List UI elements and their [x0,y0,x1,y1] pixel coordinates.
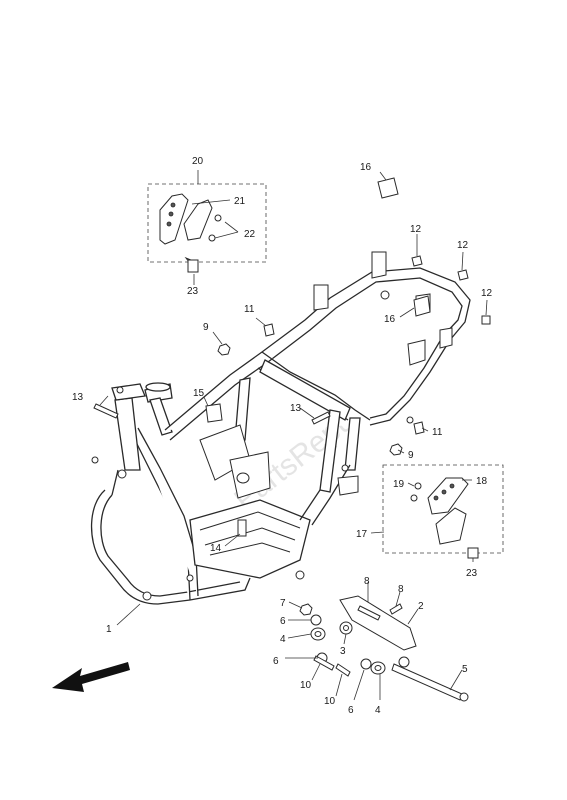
ref-label-14: 14 [210,543,222,554]
ref-label-7: 7 [280,598,286,609]
reference-labels: 20 21 22 23 16 12 12 12 11 9 16 13 15 13… [72,156,493,716]
ref-label-10-a: 10 [300,680,312,691]
ref-label-2: 2 [418,601,424,612]
bolt-13-right [311,411,331,425]
ref-label-6-b: 6 [273,656,279,667]
ref-label-8-a: 8 [364,576,370,587]
footrest-assembly-left-inset [147,183,267,267]
engine-link-assembly [299,595,469,702]
ref-label-11-lower: 11 [432,427,443,438]
bolt-13-left [93,403,119,419]
ref-label-12-c: 12 [481,288,493,299]
ref-label-6-a: 6 [280,616,286,627]
ref-label-17: 17 [356,529,368,540]
ref-label-19: 19 [393,479,405,490]
ref-label-18: 18 [476,476,488,487]
ref-label-11-upper: 11 [244,304,255,315]
block-part-16-upper [377,177,399,199]
ref-label-16-rear: 16 [384,314,396,325]
leader-lines [99,170,488,701]
bolt-14 [237,519,247,537]
ref-label-20: 20 [192,156,204,167]
ref-label-6-c: 6 [348,705,354,716]
ref-label-21: 21 [234,196,246,207]
nut-9-lower [389,443,403,456]
ref-label-13-right: 13 [290,403,302,414]
ref-label-13-left: 13 [72,392,84,403]
ref-label-4-a: 4 [280,634,286,645]
ref-label-12-a: 12 [410,224,422,235]
clip-11-lower [413,421,425,435]
front-direction-arrow-icon [52,662,130,692]
footrest-assembly-right-inset [382,464,504,554]
ref-label-22: 22 [244,229,256,240]
ref-label-15: 15 [193,388,205,399]
ref-label-16-upper: 16 [360,162,372,173]
block-part-16-rear [413,295,431,317]
ref-label-12-b: 12 [457,240,469,251]
ref-label-3: 3 [340,646,346,657]
ref-label-23-lower: 23 [466,568,478,579]
ref-label-23-upper: 23 [187,286,199,297]
clip-12-a [411,255,423,267]
ref-label-9-lower: 9 [408,450,414,461]
bolt-23-upper [187,259,199,273]
clip-11-upper [263,323,275,337]
ref-label-5: 5 [462,664,468,675]
nut-9-upper [217,343,231,356]
mount-15 [205,403,223,423]
ref-label-9-upper: 9 [203,322,209,333]
ref-label-4-b: 4 [375,705,381,716]
ref-label-8-b: 8 [398,584,404,595]
main-frame [90,251,471,605]
clip-12-b [457,269,469,281]
ref-label-10-b: 10 [324,696,336,707]
ref-label-1: 1 [106,624,112,635]
bolt-23-lower [467,547,479,559]
clip-12-c [481,315,491,325]
